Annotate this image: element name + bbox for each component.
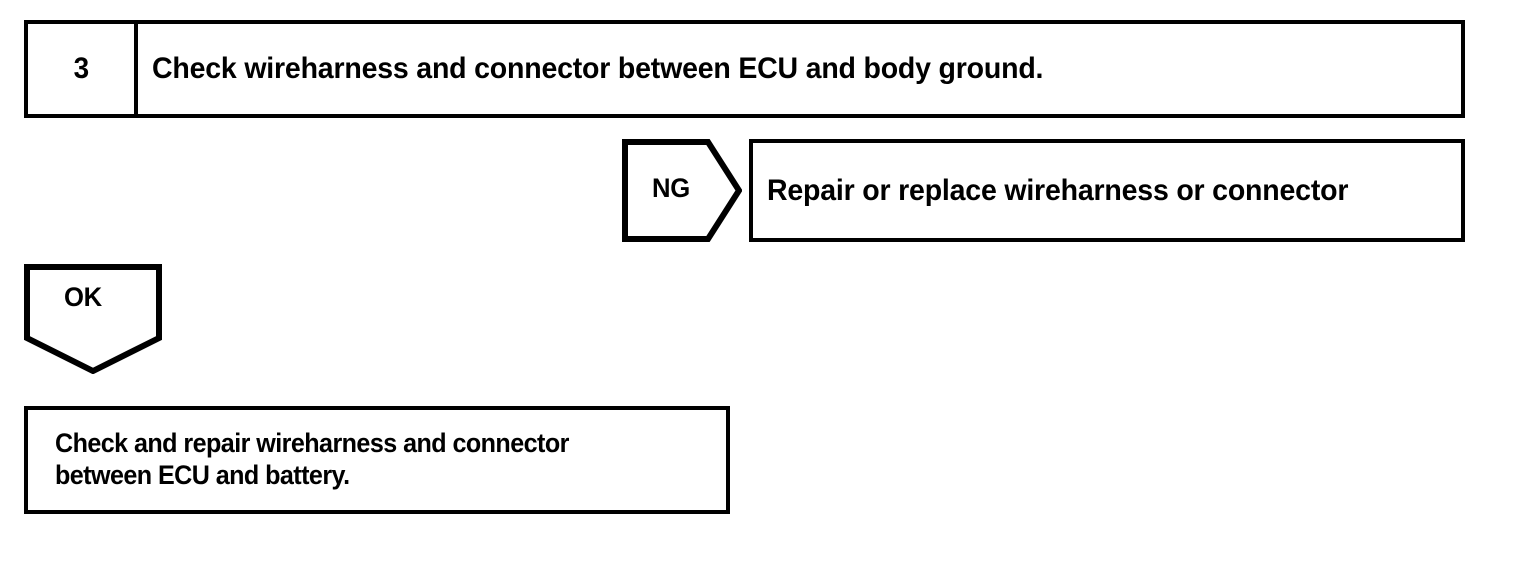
- ng-result-box: Repair or replace wireharness or connect…: [749, 139, 1465, 242]
- ng-arrow-icon: [622, 139, 742, 242]
- ng-result-text: Repair or replace wireharness or connect…: [767, 173, 1349, 207]
- final-action-line-1: Check and repair wireharness and connect…: [55, 428, 569, 459]
- step-instruction-cell: Check wireharness and connector between …: [152, 24, 1090, 114]
- step-number-cell: 3: [28, 24, 138, 114]
- step-instruction-text: Check wireharness and connector between …: [152, 52, 1044, 86]
- ok-branch-label: OK: [64, 282, 102, 312]
- ok-branch-arrow: [24, 264, 162, 374]
- step-number: 3: [73, 52, 89, 85]
- ok-arrow-icon: [24, 264, 162, 374]
- final-action-line-2: between ECU and battery.: [55, 460, 350, 490]
- ng-branch-label: NG: [652, 173, 690, 203]
- ng-branch-arrow: [622, 139, 742, 242]
- step-box: 3 Check wireharness and connector betwee…: [24, 20, 1465, 118]
- final-action-box: Check and repair wireharness and connect…: [24, 406, 730, 514]
